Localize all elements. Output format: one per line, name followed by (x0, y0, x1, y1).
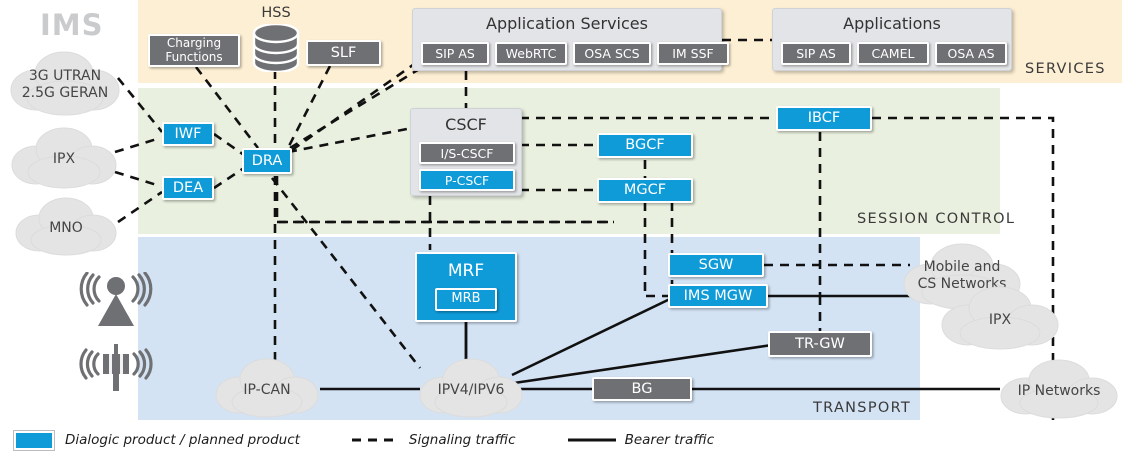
node-camel[interactable]: CAMEL (857, 42, 929, 65)
cloud-ipx-left: IPX (8, 125, 120, 191)
node-bgcf[interactable]: BGCF (597, 133, 693, 158)
node-charging-functions[interactable]: Charging Functions (148, 34, 240, 67)
cloud-mno: MNO (12, 195, 120, 257)
hss-node: HSS (248, 5, 304, 69)
cloud-ip-networks: IP Networks (996, 358, 1122, 420)
page-title: IMS (40, 8, 104, 42)
cloud-ip-can: IP-CAN (212, 357, 322, 419)
node-slf[interactable]: SLF (306, 40, 381, 66)
node-mrf[interactable]: MRF MRB (415, 252, 517, 322)
node-dea[interactable]: DEA (162, 176, 214, 200)
node-mgcf[interactable]: MGCF (597, 178, 693, 203)
legend-swatch-bearer (567, 438, 616, 442)
node-dra[interactable]: DRA (242, 148, 292, 174)
band-label-transport: TRANSPORT (813, 400, 912, 416)
node-sip-as-app[interactable]: SIP AS (781, 42, 851, 65)
node-p-cscf[interactable]: P-CSCF (419, 169, 515, 191)
cloud-ipv4-ipv6: IPV4/IPV6 (415, 357, 527, 419)
legend-swatch-product (14, 430, 54, 450)
cloud-label: IPX (52, 151, 76, 167)
panel-title: Applications (843, 14, 941, 33)
legend: Dialogic product / planned product Signa… (14, 430, 714, 450)
band-label-session: SESSION CONTROL (857, 211, 1016, 227)
cloud-ipx-right: IPX (938, 285, 1062, 351)
legend-label-product: Dialogic product / planned product (65, 432, 300, 448)
node-osa-scs[interactable]: OSA SCS (573, 42, 651, 65)
node-bg[interactable]: BG (592, 377, 692, 401)
panel-title: Application Services (486, 14, 648, 33)
cloud-label: IP-CAN (243, 382, 291, 398)
node-mrb[interactable]: MRB (435, 288, 497, 312)
node-iwf[interactable]: IWF (162, 122, 214, 146)
femtocell-antenna-icon (72, 271, 160, 330)
cloud-label: 3G UTRAN 2.5G GERAN (21, 68, 109, 101)
band-label-services: SERVICES (1025, 61, 1106, 77)
node-tr-gw[interactable]: TR-GW (768, 331, 872, 357)
panel-cscf: CSCF I/S-CSCF P-CSCF (410, 108, 522, 196)
cloud-label: IP Networks (1017, 383, 1101, 399)
panel-title: CSCF (445, 115, 487, 134)
legend-label-signaling: Signaling traffic (408, 432, 516, 448)
node-ibcf[interactable]: IBCF (776, 106, 872, 131)
node-is-cscf[interactable]: I/S-CSCF (419, 142, 515, 164)
cloud-label: MNO (49, 220, 83, 236)
node-sip-as[interactable]: SIP AS (421, 42, 489, 65)
node-sgw[interactable]: SGW (668, 253, 764, 277)
cloud-label: IPV4/IPV6 (437, 382, 505, 398)
bearer-links (320, 294, 1000, 391)
legend-swatch-signaling (351, 438, 400, 442)
cloud-label: IPX (988, 312, 1012, 328)
panel-applications: Applications SIP AS CAMEL OSA AS (772, 8, 1012, 71)
hss-label: HSS (261, 5, 291, 21)
legend-label-bearer: Bearer traffic (624, 432, 715, 448)
node-mrf-label: MRF (447, 261, 485, 281)
cloud-label: Mobile and CS Networks (917, 259, 1007, 292)
node-ims-mgw[interactable]: IMS MGW (668, 284, 768, 308)
cell-tower-icon (72, 342, 160, 392)
cloud-utran-geran: 3G UTRAN 2.5G GERAN (6, 50, 124, 116)
database-icon (252, 24, 300, 72)
node-osa-as[interactable]: OSA AS (935, 42, 1007, 65)
node-im-ssf[interactable]: IM SSF (657, 42, 729, 65)
panel-application-services: Application Services SIP AS WebRTC OSA S… (412, 8, 729, 71)
node-webrtc[interactable]: WebRTC (495, 42, 567, 65)
